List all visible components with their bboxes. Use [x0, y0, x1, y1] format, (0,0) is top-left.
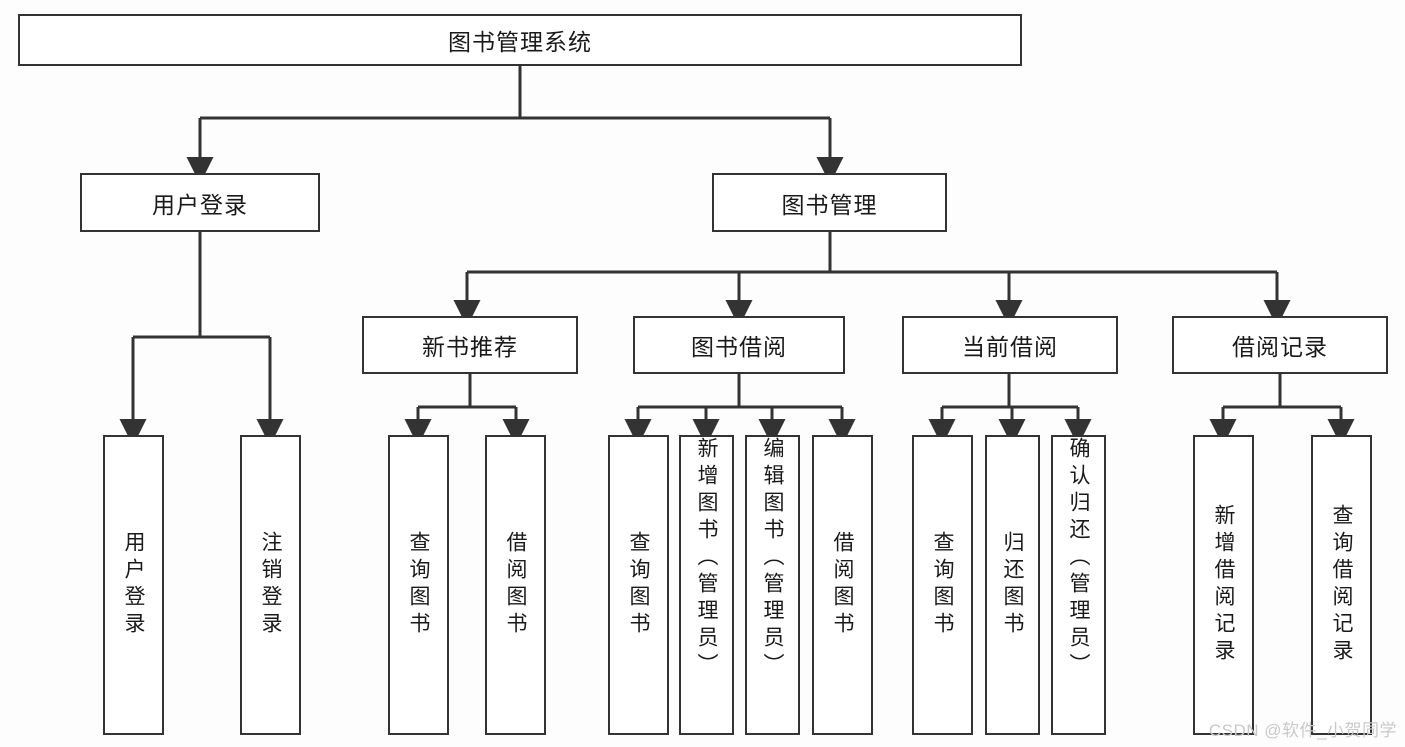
- leaf-confirm-return-admin[interactable]: 确认归还（管理员）: [1051, 435, 1106, 735]
- leaf-add-borrow-record[interactable]: 新增借阅记录: [1193, 435, 1254, 735]
- leaf-user-login-label: 用户登录: [122, 531, 145, 639]
- node-current-borrow[interactable]: 当前借阅: [902, 316, 1118, 374]
- leaf-edit-book-admin-label: 编辑图书（管理员）: [761, 437, 784, 680]
- node-book-manage[interactable]: 图书管理: [712, 173, 947, 232]
- node-root[interactable]: 图书管理系统: [18, 14, 1022, 66]
- leaf-query-book-borrow-label: 查询图书: [627, 531, 650, 639]
- leaf-add-borrow-record-label: 新增借阅记录: [1212, 504, 1235, 666]
- node-user-login-label: 用户登录: [152, 191, 248, 218]
- leaf-query-book-recommend-label: 查询图书: [407, 531, 430, 639]
- node-root-label: 图书管理系统: [448, 29, 592, 55]
- leaf-borrow-book-recommend[interactable]: 借阅图书: [485, 435, 546, 735]
- leaf-borrow-book-borrow[interactable]: 借阅图书: [812, 435, 873, 735]
- node-current-borrow-label: 当前借阅: [962, 334, 1058, 360]
- leaf-query-book-current[interactable]: 查询图书: [912, 435, 973, 735]
- leaf-logout-login[interactable]: 注销登录: [240, 435, 301, 735]
- leaf-user-login[interactable]: 用户登录: [103, 435, 164, 735]
- node-new-book-recommend[interactable]: 新书推荐: [362, 316, 578, 374]
- leaf-confirm-return-admin-label: 确认归还（管理员）: [1067, 437, 1090, 680]
- leaf-query-book-recommend[interactable]: 查询图书: [388, 435, 449, 735]
- node-book-manage-label: 图书管理: [781, 191, 878, 218]
- node-borrow-record[interactable]: 借阅记录: [1172, 316, 1388, 374]
- leaf-add-book-admin-label: 新增图书（管理员）: [695, 437, 718, 680]
- node-book-borrow[interactable]: 图书借阅: [633, 316, 845, 374]
- leaf-edit-book-admin[interactable]: 编辑图书（管理员）: [745, 435, 800, 735]
- leaf-borrow-book-recommend-label: 借阅图书: [504, 531, 527, 639]
- node-book-borrow-label: 图书借阅: [691, 334, 787, 360]
- node-borrow-record-label: 借阅记录: [1232, 334, 1328, 360]
- leaf-borrow-book-borrow-label: 借阅图书: [831, 531, 854, 639]
- leaf-query-book-current-label: 查询图书: [931, 531, 954, 639]
- leaf-return-book-label: 归还图书: [1001, 531, 1024, 639]
- leaf-add-book-admin[interactable]: 新增图书（管理员）: [679, 435, 734, 735]
- leaf-return-book[interactable]: 归还图书: [985, 435, 1040, 735]
- node-user-login[interactable]: 用户登录: [80, 173, 320, 232]
- leaf-query-borrow-record[interactable]: 查询借阅记录: [1311, 435, 1372, 735]
- leaf-logout-login-label: 注销登录: [259, 531, 282, 639]
- csdn-watermark: CSDN @软件_小贺同学: [1208, 721, 1397, 740]
- leaf-query-book-borrow[interactable]: 查询图书: [608, 435, 669, 735]
- leaf-query-borrow-record-label: 查询借阅记录: [1330, 504, 1353, 666]
- node-new-book-recommend-label: 新书推荐: [422, 334, 518, 360]
